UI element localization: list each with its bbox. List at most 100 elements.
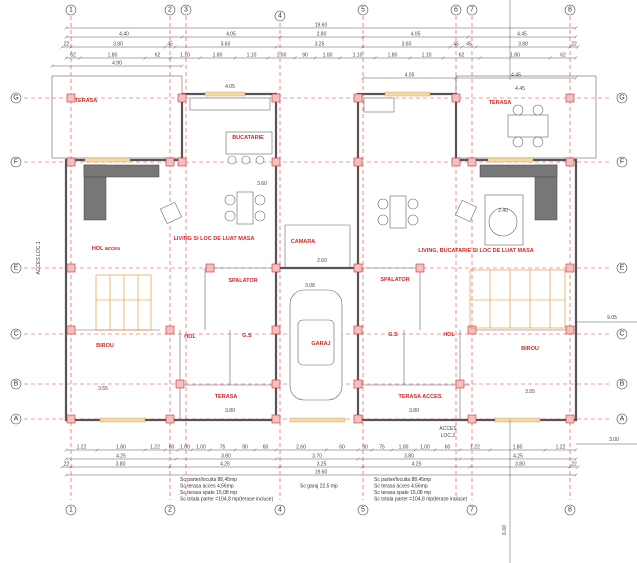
axis-left-G: G — [13, 95, 18, 102]
axis-right-C-circle — [616, 328, 628, 340]
inner-dimension: 3.55 — [98, 386, 108, 392]
axis-bottom-8: 8 — [568, 507, 572, 514]
column — [66, 414, 76, 424]
axis-top-1-circle — [65, 4, 77, 16]
dim-bottom-row1-label: 60 — [445, 445, 451, 451]
dim-bottom-row1-label: 1.22 — [470, 445, 480, 451]
dim-bottom-row1-label: 60 — [339, 445, 345, 451]
dim-bottom-row1-tick — [413, 448, 417, 452]
axis-top-3-circle — [180, 4, 192, 16]
dim-top-row2-label: 4.40 — [119, 32, 129, 38]
axis-top-6: 6 — [454, 7, 458, 14]
note-left-1: Sc parter/locuita 88,45mp — [180, 477, 237, 483]
dim-top-total-tick — [574, 26, 578, 30]
dim-top-row4-label: 1.10 — [353, 53, 363, 59]
axis-bottom-1: 1 — [69, 507, 73, 514]
dim-bottom-row1-label: 90 — [362, 445, 368, 451]
axis-left-E-circle — [10, 262, 22, 274]
dim-right-overhang-tick — [574, 76, 578, 80]
inner-dimension: 3.08 — [305, 283, 315, 289]
dim-top-row3-label: 3.80 — [113, 42, 123, 48]
label-right-terasa-acces: TERASA ACCES — [399, 394, 442, 400]
column — [451, 93, 461, 103]
axis-bottom-2: 2 — [168, 507, 172, 514]
dim-bottom-row2-label: 3.70 — [312, 454, 322, 460]
dim-top-row4-label: 1.80 — [510, 53, 520, 59]
label-left-terasa: TERASA — [75, 98, 98, 104]
dim-bottom-row1-tick — [190, 448, 194, 452]
column — [353, 325, 363, 335]
dim-left-overhang-label: 4.90 — [112, 61, 122, 67]
dim-top-row4-label: 1.10 — [422, 53, 432, 59]
note-garage: Sc garaj 22,5 mp — [300, 484, 338, 490]
axis-left-C-circle — [10, 328, 22, 340]
column — [565, 93, 575, 103]
dim-top-row2-label: 4.45 — [517, 32, 527, 38]
right-terrace-table — [507, 114, 549, 138]
axis-top-7-circle — [466, 4, 478, 16]
axis-top-3: 3 — [184, 7, 188, 14]
dim-bottom-row2-tick — [574, 457, 578, 461]
dim-bottom-row1-label: 90 — [242, 445, 248, 451]
dim-bottom-row1-tick — [390, 448, 394, 452]
inner-dimension: 4.05 — [225, 84, 235, 90]
label-left-birou: BIROU — [96, 343, 114, 349]
column — [177, 157, 187, 167]
axis-bottom-4-circle — [274, 504, 286, 516]
label-left-gs: G.S — [242, 333, 252, 339]
dim-3-00: 3.00 — [609, 437, 619, 443]
dim-top-row4-label: 1.80 — [388, 53, 398, 59]
windows — [84, 91, 541, 423]
structural-columns — [66, 93, 575, 424]
column — [271, 379, 281, 389]
dim-right-overhang-label: 4.05 — [405, 73, 415, 79]
dim-bottom-row1-tick — [253, 448, 257, 452]
dim-bottom-row1-tick — [64, 448, 68, 452]
dim-top-row4-label: 90 — [302, 53, 308, 59]
label-left-spalator: SPALATOR — [228, 278, 257, 284]
dim-bottom-row3-label: 3.80 — [116, 462, 126, 468]
axis-top-5-circle — [357, 4, 369, 16]
dim-bottom-row2-label: 3.80 — [404, 454, 414, 460]
access-label-left: ACCES LOC.1 — [36, 241, 42, 274]
axis-top-2-circle — [164, 4, 176, 16]
dim-top-row4-label: 1.10 — [180, 53, 190, 59]
column — [467, 325, 477, 335]
dim-bottom-row1-label: 1.00 — [180, 445, 190, 451]
dim-top-row4-tick — [143, 56, 147, 60]
label-right-spalator: SPALATOR — [380, 277, 409, 283]
dim-right-overhang-label: 4.45 — [511, 73, 521, 79]
note-right-1: Sc parter/locuita 88,45mp — [374, 477, 431, 483]
dim-top-row4-label: 1.00 — [323, 53, 333, 59]
inner-dimension: 3.60 — [257, 181, 267, 187]
column — [66, 325, 76, 335]
kitchen-counter — [363, 97, 395, 113]
column — [165, 414, 175, 424]
dim-bottom-row2-label: 4.25 — [513, 454, 523, 460]
axis-bottom-7-circle — [466, 504, 478, 516]
note-right-3: Sc terasa spate 15,08 mp — [374, 490, 431, 496]
label-right-birou: BIROU — [521, 346, 539, 352]
left-dining-table — [236, 191, 254, 225]
dim-top-row3-label: 45 — [167, 42, 173, 48]
axis-bottom-7: 7 — [470, 507, 474, 514]
axis-top-4-circle — [274, 10, 286, 22]
column — [565, 325, 575, 335]
axis-top-7: 7 — [470, 7, 474, 14]
access-label-right-2: LOC.2 — [441, 433, 456, 439]
dim-bottom-row1-tick — [574, 448, 578, 452]
column — [66, 157, 76, 167]
inner-dimension: 2.40 — [498, 208, 508, 214]
dim-top-row4-tick — [574, 56, 578, 60]
left-sofa-arm — [83, 164, 160, 178]
axis-right-A: A — [620, 416, 625, 423]
axis-bottom-2-circle — [164, 504, 176, 516]
dim-bottom-row1-tick — [274, 448, 278, 452]
dim-top-row4-tick — [198, 56, 202, 60]
dim-bottom-row1-label: 60 — [263, 445, 269, 451]
right-stairs — [469, 269, 566, 329]
dim-bottom-row1-label: 1.80 — [116, 445, 126, 451]
label-camara: CAMARA — [291, 239, 315, 245]
